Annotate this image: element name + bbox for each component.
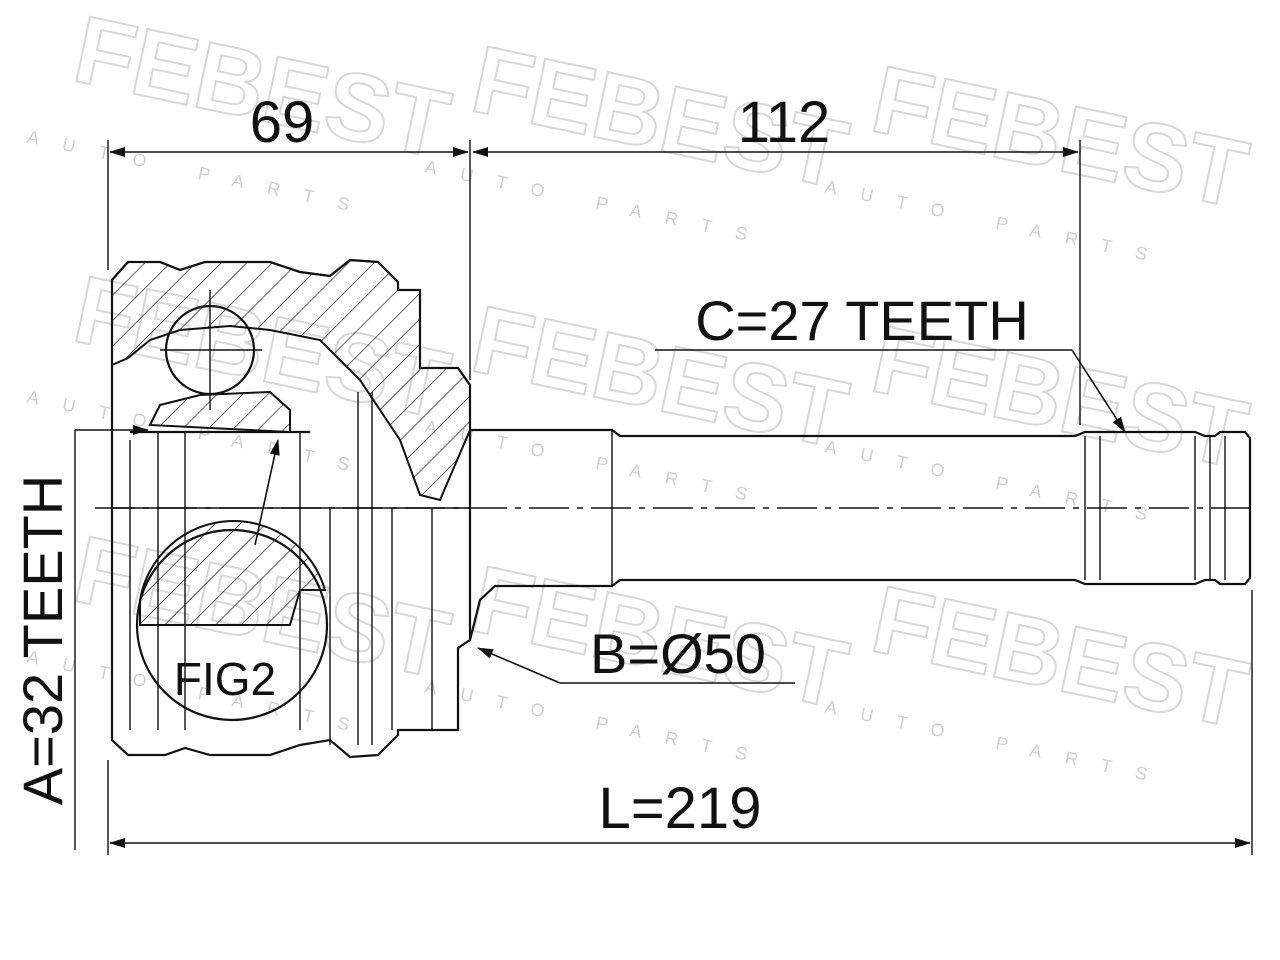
c-teeth-label: C=27 TEETH (695, 289, 1029, 352)
fig2-leader (254, 439, 280, 546)
callout-a-teeth: A=32 TEETH (11, 425, 149, 850)
fig2-detail: FIG2 (135, 439, 329, 722)
dim-112-label: 112 (738, 90, 830, 155)
callout-b-diameter: B=Ø50 (477, 622, 795, 685)
cv-shaft (468, 428, 1252, 641)
dim-housing-length: 69 (107, 90, 471, 380)
a-teeth-label: A=32 TEETH (11, 475, 74, 805)
dim-69-label: 69 (250, 90, 315, 155)
fig2-label: FIG2 (174, 653, 276, 705)
callout-c-teeth: C=27 TEETH (655, 289, 1126, 433)
b-diameter-label: B=Ø50 (590, 622, 766, 685)
l-total-label: L=219 (599, 776, 762, 841)
dim-total-length: L=219 (107, 590, 1253, 855)
dim-shaft-length: 112 (472, 90, 1081, 425)
